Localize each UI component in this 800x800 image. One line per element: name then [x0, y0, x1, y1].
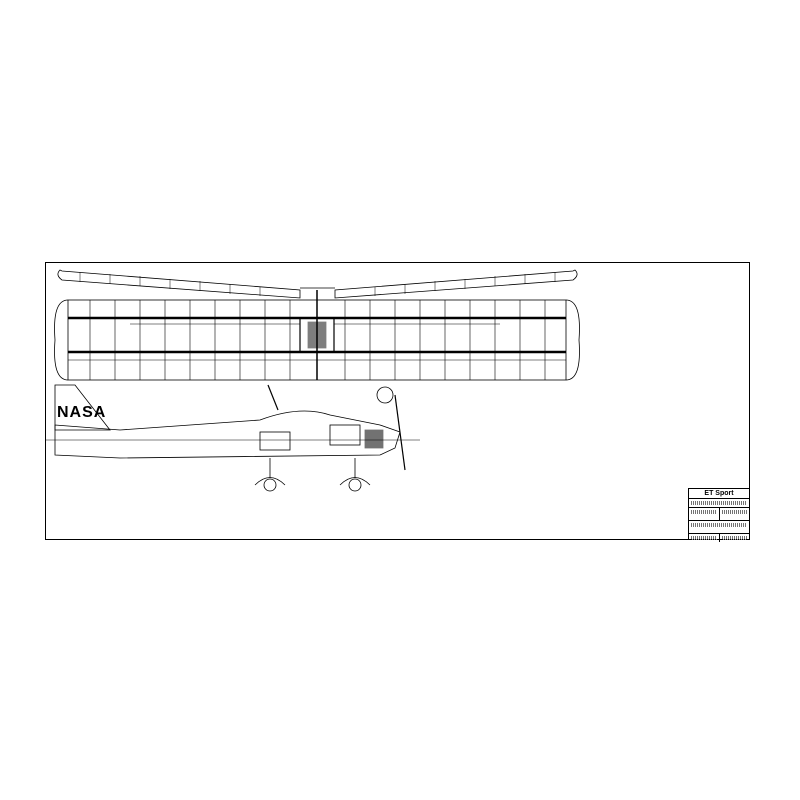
drawing-sheet	[45, 262, 750, 540]
fuselage-side-view	[45, 384, 420, 492]
title-block: ET Sport	[688, 488, 750, 542]
title-block-row	[689, 534, 749, 542]
title-block-row	[689, 499, 749, 508]
wing-front-view	[57, 269, 578, 299]
title-block-row	[689, 508, 749, 521]
title-block-row	[689, 521, 749, 534]
fuselage-marking: NASA	[57, 404, 107, 421]
wing-plan-view	[54, 290, 580, 381]
drawing-title: ET Sport	[689, 489, 749, 499]
